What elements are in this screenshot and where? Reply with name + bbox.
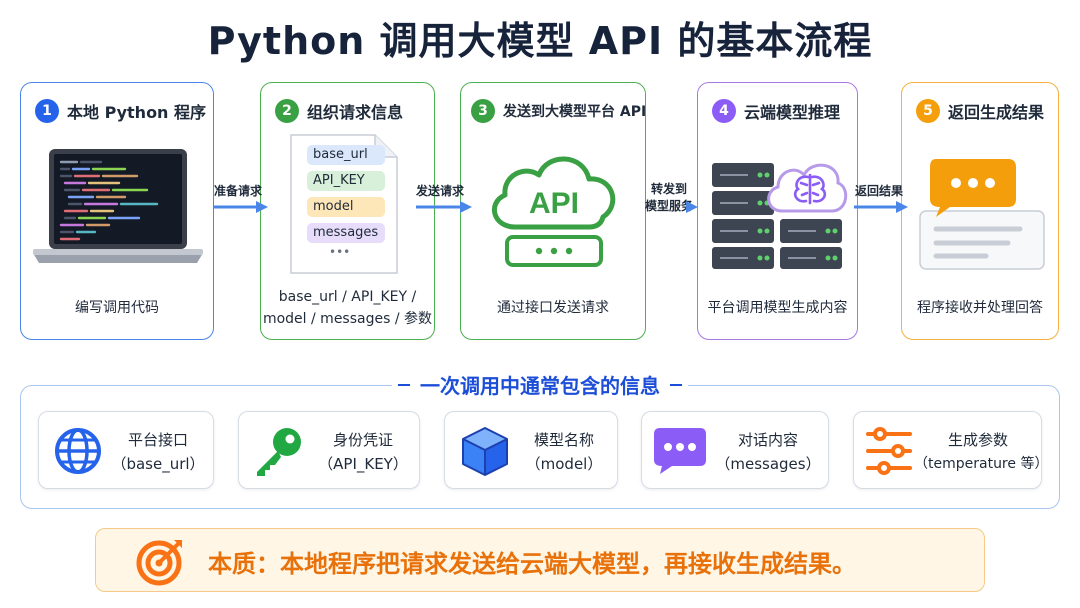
arrow-right-icon [854, 201, 908, 213]
arrow-right-icon [686, 201, 698, 213]
step-title: 云端模型推理 [744, 103, 841, 122]
cube-icon [462, 427, 508, 476]
step-caption: 编写调用代码 [75, 300, 159, 316]
server-brain-icon [712, 163, 848, 269]
step-caption: 通过接口发送请求 [497, 300, 609, 316]
target-icon [136, 540, 182, 586]
card-label: 对话内容 [737, 431, 798, 449]
step-caption-line2: model / messages / 参数 [262, 311, 433, 327]
title-dash-right [670, 383, 682, 386]
chat-icon [654, 428, 706, 474]
doc-tag-base-url: base_url [307, 145, 385, 165]
api-cloud-icon: API [492, 156, 616, 267]
step-send-api: 3 发送到大模型平台 API API 通过接口发送请求 [460, 82, 646, 340]
info-card-model: 模型名称 （model） [444, 411, 618, 489]
card-sub: （messages） [715, 455, 821, 473]
arrow-label-return: 返回结果 [854, 184, 903, 198]
step-number: 1 [35, 99, 59, 123]
card-sub: （temperature 等） [914, 456, 1049, 472]
card-label: 平台接口 [127, 431, 188, 449]
step-caption: 平台调用模型生成内容 [707, 300, 848, 316]
info-card-api-key: 身份凭证 （API_KEY） [238, 411, 420, 489]
step-title: 返回生成结果 [948, 103, 1045, 122]
card-sub: （API_KEY） [318, 455, 408, 473]
doc-more-dots: ••• [329, 245, 351, 259]
info-card-base-url: 平台接口 （base_url） [38, 411, 214, 489]
step-number: 2 [275, 99, 299, 123]
step-title: 本地 Python 程序 [67, 103, 207, 122]
title-dash-left [398, 383, 410, 386]
step-build-request: 2 组织请求信息 base_url API_KEY model messages… [260, 82, 435, 340]
info-title: 一次调用中通常包含的信息 [420, 374, 660, 398]
step-number: 4 [712, 99, 736, 123]
step-cloud-inference: 4 云端模型推理 平台调用模型生成内容 [697, 82, 858, 340]
arrow-label-forward-line2: 模型服务 [644, 199, 693, 213]
step-title: 发送到大模型平台 API [503, 104, 647, 120]
arrow-label-send: 发送请求 [415, 184, 464, 198]
doc-tag-model: model [307, 197, 385, 217]
doc-tag-api-key: API_KEY [307, 171, 385, 191]
step-return-result: 5 返回生成结果 程序接收并处理回答 [901, 82, 1059, 340]
step-local-python: 1 本地 Python 程序 编写调用代码 [20, 82, 214, 340]
chat-response-icon [919, 159, 1045, 270]
step-title: 组织请求信息 [307, 103, 404, 122]
sliders-icon [866, 427, 912, 475]
card-sub: （base_url） [111, 455, 205, 473]
card-sub: （model） [525, 455, 603, 473]
essence-banner: 本质：本地程序把请求发送给云端大模型，再接收生成结果。 [95, 528, 985, 592]
globe-icon [55, 428, 101, 474]
card-label: 身份凭证 [332, 431, 393, 449]
doc-tag-messages: messages [307, 223, 385, 243]
info-card-params: 生成参数 （temperature 等） [853, 411, 1049, 489]
page-title: Python 调用大模型 API 的基本流程 [207, 19, 873, 63]
step-caption: 程序接收并处理回答 [917, 300, 1043, 316]
info-card-messages: 对话内容 （messages） [641, 411, 829, 489]
card-label: 模型名称 [533, 431, 594, 449]
api-cloud-label: API [529, 187, 579, 220]
key-icon [257, 428, 301, 476]
arrow-right-icon [214, 201, 268, 213]
request-document: base_url API_KEY model messages ••• [289, 133, 399, 275]
step-caption-line1: base_url / API_KEY / [278, 289, 417, 305]
laptop-code-icon [33, 149, 203, 263]
arrow-label-forward-line1: 转发到 [650, 182, 687, 196]
arrow-label-prepare: 准备请求 [214, 184, 263, 198]
step-number: 3 [471, 99, 495, 123]
essence-text: 本质：本地程序把请求发送给云端大模型，再接收生成结果。 [208, 550, 856, 578]
card-label: 生成参数 [947, 431, 1008, 449]
arrow-right-icon [416, 201, 472, 213]
step-number: 5 [916, 99, 940, 123]
